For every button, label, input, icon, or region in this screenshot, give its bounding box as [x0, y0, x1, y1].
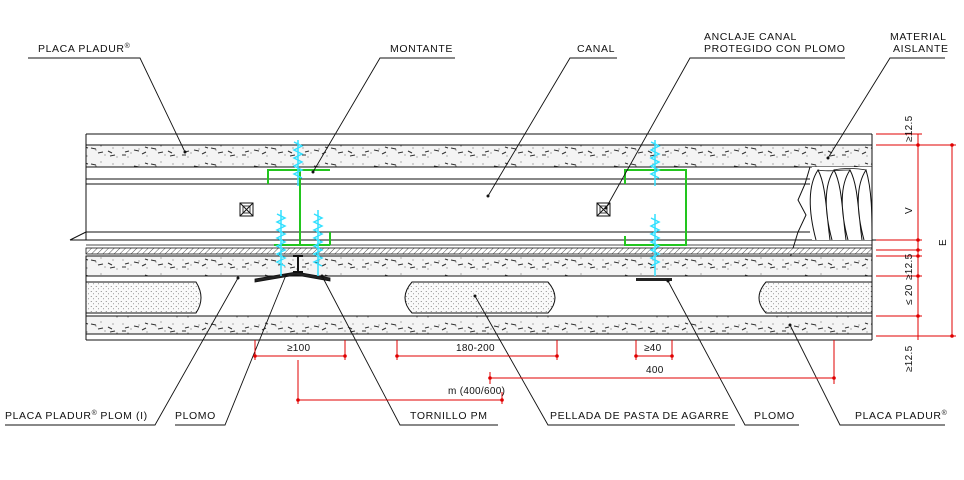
label-plomo-right: PLOMO [754, 410, 795, 422]
label-anclaje-line1: ANCLAJE CANAL [704, 31, 797, 43]
adhesive-dab-left [85, 281, 202, 314]
adhesive-layer [85, 275, 873, 314]
adhesive-dab-right [758, 281, 873, 314]
label-material-line2: AISLANTE [893, 43, 949, 55]
label-anclaje-line2: PROTEGIDO CON PLOMO [704, 43, 846, 55]
label-material-line1: MATERIAL [890, 31, 947, 43]
screw-top-left [292, 140, 304, 186]
leader-lines [5, 57, 945, 426]
screw-bottom-right [649, 214, 661, 276]
dim-ge12-5-top: ≥12.5 [904, 115, 915, 142]
dim-ge12-5-bottom: ≥12.5 [904, 345, 915, 372]
dim-ge100: ≥100 [287, 343, 311, 354]
anchor-marker-left [239, 202, 254, 217]
dim-ge40: ≥40 [644, 343, 662, 354]
adhesive-dab-center [404, 281, 556, 314]
screw-bottom-left-b [312, 210, 324, 276]
label-placa-pladur-bottom: PLACA PLADUR® [855, 409, 948, 422]
plomo-joint-profile [293, 255, 303, 273]
screw-bottom-left-a [275, 210, 287, 276]
dim-180-200: 180-200 [456, 343, 495, 354]
label-tornillo-pm: TORNILLO PM [410, 410, 488, 422]
dim-v: V [904, 207, 915, 214]
screw-top-right [649, 140, 661, 186]
label-plomo-left: PLOMO [175, 410, 216, 422]
label-pellada: PELLADA DE PASTA DE AGARRE [550, 410, 729, 422]
dim-ge12-5-mid: ≥12.5 [904, 253, 915, 280]
label-placa-pladur-plom: PLACA PLADUR®PLOM (I) [5, 409, 148, 422]
bottom-board [85, 276, 873, 341]
label-montante: MONTANTE [390, 43, 453, 55]
stud-cavity [69, 134, 890, 259]
dim-400: 400 [646, 365, 664, 376]
label-placa-pladur-top: PLACA PLADUR® [38, 42, 131, 55]
label-canal: CANAL [577, 43, 615, 55]
lead-sheet [85, 244, 873, 255]
dim-m-400-600: m (400/600) [448, 386, 505, 397]
insulation [809, 134, 873, 340]
leader-dots [183, 150, 830, 327]
stud-profile-left [267, 169, 331, 246]
top-board [85, 133, 873, 168]
plom-board [85, 255, 873, 277]
lead-strip-right [636, 278, 672, 281]
dim-le20: ≤ 20 [904, 284, 915, 305]
dim-e: E [938, 239, 949, 246]
dimension-ticks [253, 143, 954, 402]
stud-profile-right [624, 169, 687, 246]
